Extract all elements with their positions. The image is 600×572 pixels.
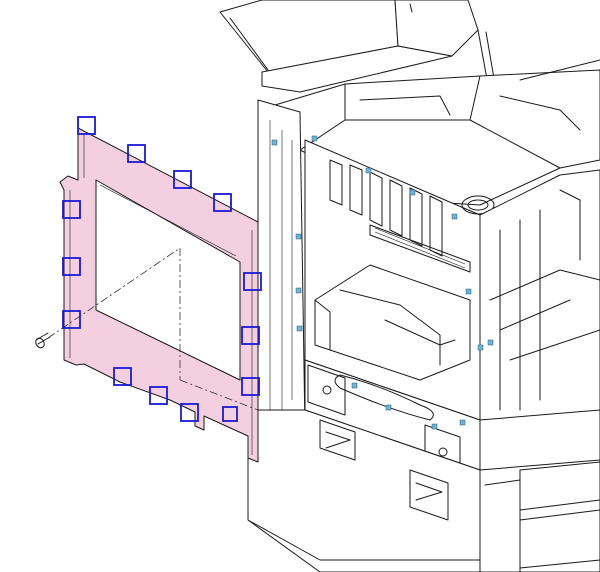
screw-marker xyxy=(365,167,372,174)
square-highlight-icon xyxy=(222,406,238,422)
screw-marker xyxy=(459,419,466,426)
bracket-left xyxy=(307,364,346,416)
screw-marker xyxy=(296,325,303,332)
square-highlight-icon xyxy=(173,170,192,189)
square-highlight-icon xyxy=(180,403,199,422)
fan xyxy=(461,195,495,215)
screw-marker xyxy=(295,287,302,294)
screw-marker xyxy=(385,404,392,411)
alignment-lines xyxy=(47,247,259,411)
frame-slots xyxy=(329,159,443,257)
machine-body xyxy=(219,0,600,572)
screw-marker xyxy=(351,382,358,389)
square-highlight-icon xyxy=(77,116,96,135)
screw-markers xyxy=(271,135,494,430)
square-highlight-icon xyxy=(62,310,81,329)
square-highlight-icon xyxy=(241,377,260,396)
screw-marker xyxy=(311,135,318,142)
screw-icon xyxy=(35,332,51,349)
screw-marker xyxy=(431,423,438,430)
paper-tray xyxy=(479,409,600,572)
square-highlight-icon xyxy=(241,326,260,345)
screw-marker xyxy=(465,288,472,295)
screw-marker xyxy=(295,233,302,240)
square-highlight-icon xyxy=(149,386,168,405)
screw-marker xyxy=(409,189,416,196)
screw-marker xyxy=(451,213,458,220)
square-highlight-icon xyxy=(127,144,146,163)
screw-marker xyxy=(271,139,278,146)
rear-panel xyxy=(59,127,259,463)
square-highlight-icon xyxy=(213,193,232,212)
square-highlight-icon xyxy=(243,272,262,291)
square-highlight-icon xyxy=(62,257,81,276)
square-highlight-icon xyxy=(113,367,132,386)
harness-band xyxy=(369,224,471,273)
square-highlight-icon xyxy=(62,200,81,219)
removed-panel xyxy=(59,127,259,463)
screw-marker xyxy=(487,339,494,346)
top-cover xyxy=(219,0,507,151)
screw-marker xyxy=(477,344,484,351)
tab-highlights xyxy=(62,116,262,422)
